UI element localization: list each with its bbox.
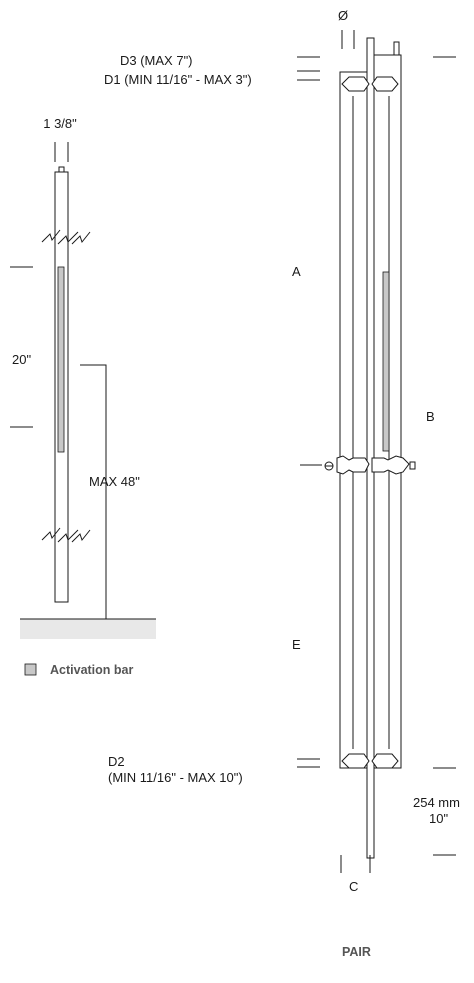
top-boss-right xyxy=(371,76,399,92)
activation-bar xyxy=(57,266,65,453)
dimension-c-label: C xyxy=(349,879,358,894)
dimension-b-label: B xyxy=(426,409,435,424)
max-height-label: MAX 48" xyxy=(89,474,140,489)
bar-height-label: 20" xyxy=(12,352,31,367)
dimension-a-label: A xyxy=(292,264,301,279)
legend-swatch xyxy=(24,663,37,676)
top-boss-left xyxy=(341,76,370,92)
pair-activation-bar xyxy=(382,271,390,452)
single-handle-view: 1 3/8" 20" MAX 48" Activation bar xyxy=(10,116,156,677)
d3-label: D3 (MAX 7") xyxy=(120,53,193,68)
pair-title: PAIR xyxy=(342,945,371,959)
glass-panel xyxy=(366,37,375,859)
handle-top-cap xyxy=(58,166,65,173)
pair-handle-view: Ø D3 (MAX 7") D1 (MIN 11/16" - MAX 3") xyxy=(104,8,460,959)
bottom-boss-right xyxy=(371,753,399,769)
break-symbol-top xyxy=(41,229,91,245)
break-symbol-bottom xyxy=(41,527,91,543)
dimension-e-label: E xyxy=(292,637,301,652)
legend-label: Activation bar xyxy=(50,663,133,677)
d2-range-label: (MIN 11/16" - MAX 10") xyxy=(108,770,243,785)
width-dimension-label: 1 3/8" xyxy=(43,116,77,131)
max-height-leader xyxy=(80,364,107,620)
d2-label: D2 xyxy=(108,754,125,769)
diameter-label: Ø xyxy=(338,8,348,23)
middle-clamp-right xyxy=(371,455,410,475)
right-door-top-pin xyxy=(393,41,400,56)
d1-label: D1 (MIN 11/16" - MAX 3") xyxy=(104,72,252,87)
bottom-boss-left xyxy=(341,753,370,769)
middle-clamp-left xyxy=(336,455,370,475)
mm-dimension-label: 254 mm xyxy=(413,795,460,810)
floor xyxy=(20,619,156,639)
inch-dimension-label: 10" xyxy=(429,811,448,826)
middle-screw-right-icon xyxy=(409,461,416,470)
